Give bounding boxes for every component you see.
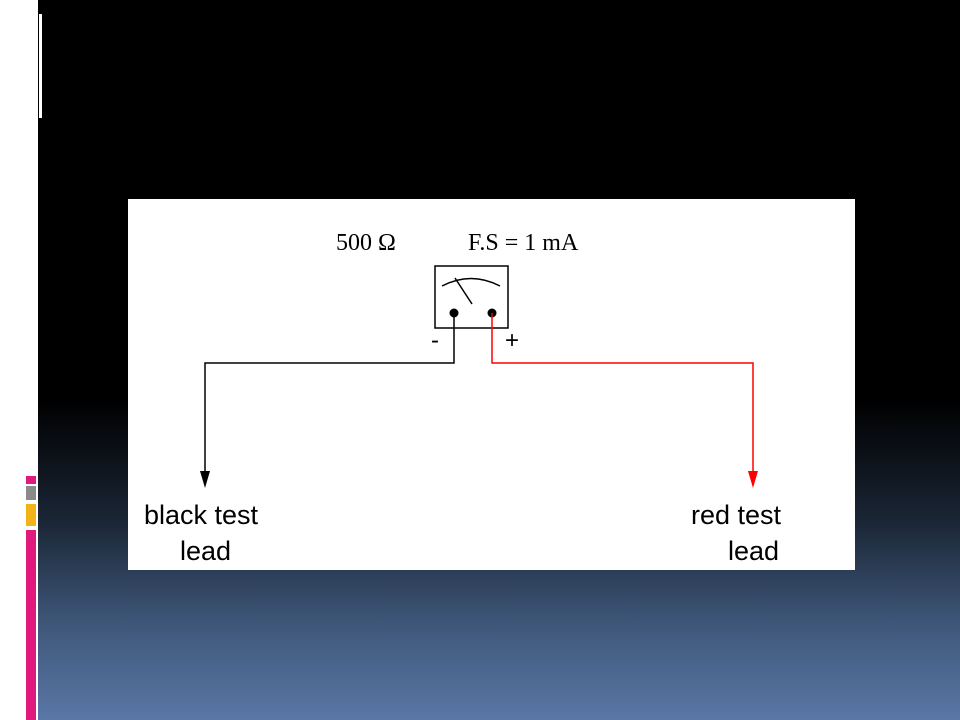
red-lead-label-line2: lead <box>728 536 779 566</box>
stripe <box>34 26 37 118</box>
meter-circuit-diagram: 500 Ω F.S = 1 mA - + black test lead red… <box>128 199 855 570</box>
negative-sign: - <box>431 327 439 354</box>
stripe <box>24 50 27 118</box>
stripe <box>39 14 42 118</box>
meter-needle <box>454 277 473 305</box>
red-lead-label-line1: red test <box>691 500 782 530</box>
black-lead-label-line2: lead <box>180 536 231 566</box>
black-lead-label-line1: black test <box>144 500 259 530</box>
meter-scale-arc <box>441 277 501 287</box>
positive-sign: + <box>505 327 519 354</box>
meter-box <box>434 265 509 329</box>
red-lead-arrowhead <box>748 471 758 488</box>
meter-circuit-svg: 500 Ω F.S = 1 mA - + black test lead red… <box>144 230 782 566</box>
black-lead-wire <box>204 313 455 477</box>
stripe <box>20 62 22 118</box>
accent-bar-magenta-small <box>26 476 36 484</box>
meter-resistance-label: 500 Ω <box>336 230 396 256</box>
accent-bar-gray <box>26 486 36 500</box>
decorative-stripes-top <box>20 14 42 118</box>
full-scale-label: F.S = 1 mA <box>468 230 579 256</box>
accent-bar-yellow <box>26 504 36 526</box>
stripe <box>29 38 32 118</box>
decorative-accent-bars <box>26 476 36 720</box>
black-lead-arrowhead <box>200 471 210 488</box>
accent-bar-magenta-long <box>26 530 36 720</box>
red-lead-wire <box>491 313 754 477</box>
